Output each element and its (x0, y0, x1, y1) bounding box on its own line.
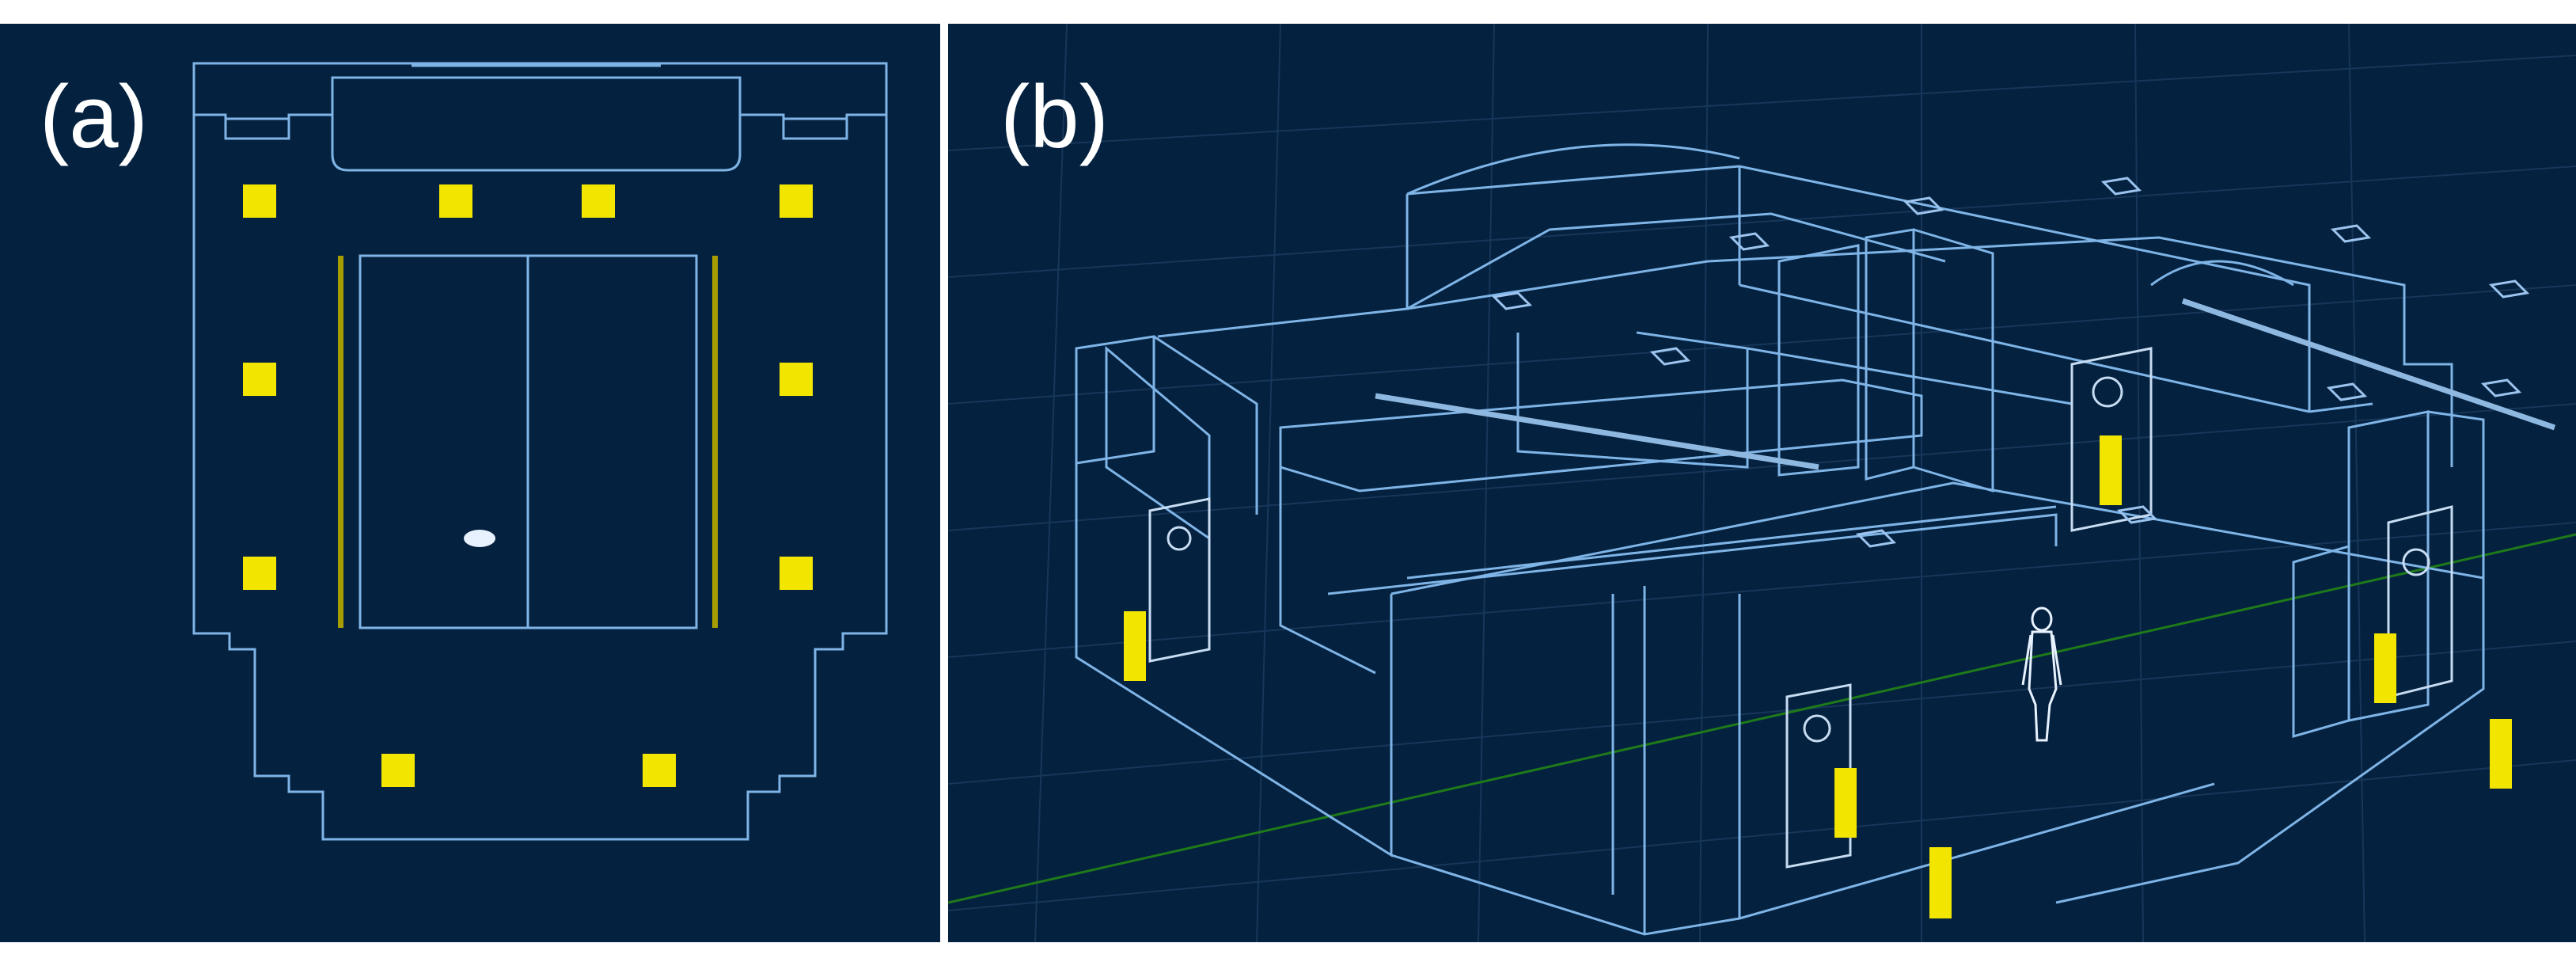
lamp-icon (582, 184, 615, 218)
panel-a-floor-plan: (a) (0, 24, 940, 942)
lamp-icon (2490, 719, 2512, 789)
wireframe-drawing (948, 24, 2576, 942)
lamp-icon (1124, 611, 1146, 681)
ceiling-vent-icon (1855, 529, 1897, 548)
lamp-icon (780, 184, 813, 218)
perspective-grid (948, 24, 2576, 942)
ceiling-rails (1375, 298, 2556, 470)
ceiling-vent-icon (1903, 196, 1944, 215)
top-alcove (192, 63, 886, 172)
right-rail (712, 256, 718, 628)
lamp-icon (243, 184, 276, 218)
door-icon (1148, 497, 1211, 663)
alcove-inner (331, 76, 742, 115)
lamp-icon (1929, 847, 1952, 918)
lamp-icon (439, 184, 472, 218)
lamp-icon (780, 363, 813, 396)
ceiling-vents (1491, 177, 2530, 548)
ceiling-vent-icon (1649, 347, 1691, 366)
lamp-icon (243, 557, 276, 590)
panel-b-3d-view: (b) (948, 24, 2576, 942)
lamp-group (243, 184, 813, 787)
room-wireframe (1075, 143, 2485, 936)
ceiling-vent-icon (2330, 224, 2372, 243)
ground-axis-line (948, 533, 2576, 904)
lamp-icon (243, 363, 276, 396)
floor-plan-drawing (192, 62, 888, 841)
room-outline (192, 62, 888, 841)
lamp-icon (2374, 633, 2396, 703)
ceiling-vent-icon (2480, 378, 2522, 397)
ceiling-vent-icon (2326, 382, 2368, 401)
panel-label-a: (a) (40, 67, 148, 166)
ceiling-vent-icon (2100, 177, 2142, 196)
target-object-icon (464, 530, 495, 547)
ceiling-vent-icon (2488, 279, 2530, 298)
lamp-icon (1834, 768, 1857, 838)
lamp-icon (780, 557, 813, 590)
lamp-icon (381, 754, 415, 787)
door-icon (1785, 683, 1852, 869)
panel-label-b: (b) (1000, 67, 1109, 166)
ceiling-vent-icon (1728, 232, 1770, 251)
ceiling-vent-icon (1491, 291, 1533, 310)
left-rail (338, 256, 343, 628)
lamp-icon (643, 754, 676, 787)
ceiling-vent-icon (2116, 505, 2158, 524)
room-perimeter (192, 62, 888, 841)
human-figure-icon (2021, 606, 2062, 742)
lamp-group-3d (1124, 435, 2512, 918)
lamp-icon (2100, 435, 2122, 505)
